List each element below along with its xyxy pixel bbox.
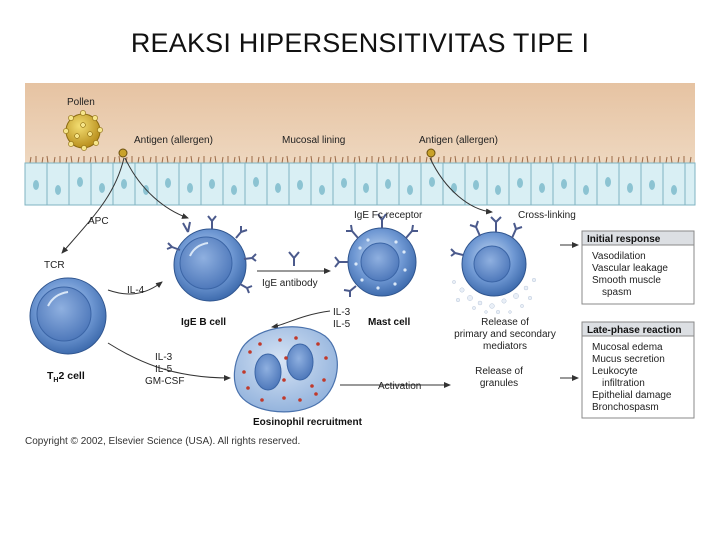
label-pollen: Pollen [67,97,95,108]
label-release-granules-1: Release of [475,366,523,377]
ige-b-cell [173,228,247,302]
late-phase-item: Leukocyte [592,366,638,377]
initial-response-box: Initial response Vasodilation Vascular l… [581,230,695,305]
th2-cell [29,277,107,355]
label-eosinophil-recruitment: Eosinophil recruitment [253,417,363,428]
label-antigen-right: Antigen (allergen) [419,135,498,146]
cross-linked-receptors [450,216,523,257]
late-phase-item: infiltration [602,378,645,389]
label-activation: Activation [378,381,421,392]
pathway-arrows [61,157,493,388]
label-gmcsf: GM-CSF [145,376,184,387]
page-title: REAKSI HIPERSENSITIVITAS TIPE I [130,28,590,58]
initial-response-item: Smooth muscle [592,275,661,286]
degranulating-mast-cell [452,231,537,315]
pollen-icon [63,110,103,151]
initial-response-item: spasm [602,287,631,298]
label-release-primary-1: Release of [481,317,529,328]
ige-antibody-icon [288,251,300,266]
label-ige-fc-receptor: IgE Fc receptor [354,210,423,221]
label-il5-a: IL-5 [333,319,351,330]
label-tcr: TCR [44,260,65,271]
label-il3-a: IL-3 [333,307,351,318]
mast-cell [347,227,417,297]
initial-response-item: Vascular leakage [592,263,668,274]
antigen-icon-left [118,148,128,158]
label-apc: APC [88,216,109,227]
label-il5-b: IL-5 [155,364,173,375]
cilia [29,155,692,164]
label-th2-cell: TH2 cell [47,370,85,384]
label-cross-linking: Cross-linking [518,210,576,221]
initial-response-item: Vasodilation [592,251,646,262]
label-ige-antibody: IgE antibody [262,278,318,289]
label-il3-b: IL-3 [155,352,173,363]
label-antigen-left: Antigen (allergen) [134,135,213,146]
mast-cell-receptors [334,213,418,297]
label-release-granules-2: granules [480,378,518,389]
late-phase-box: Late-phase reaction Mucosal edema Mucus … [581,321,695,419]
copyright-notice: Copyright © 2002, Elsevier Science (USA)… [25,436,300,447]
epithelial-layer [24,162,696,206]
antigen-icon-right [426,148,436,158]
mucosal-tissue [25,83,695,163]
late-phase-item: Epithelial damage [592,390,672,401]
late-phase-item: Mucosal edema [592,342,663,353]
eosinophil-cell [233,326,338,413]
epithelial-nuclei [33,177,677,195]
label-release-primary-2: primary and secondary [454,329,556,340]
label-mast-cell: Mast cell [368,317,410,328]
label-release-primary-3: mediators [483,341,527,352]
label-mucosal-lining: Mucosal lining [282,135,345,146]
epithelial-cells [46,163,686,205]
label-ige-b-cell: IgE B cell [181,317,226,328]
initial-response-heading: Initial response [587,234,661,245]
label-il4: IL-4 [127,285,145,296]
late-phase-item: Mucus secretion [592,354,665,365]
b-cell-receptors [166,215,257,294]
late-phase-heading: Late-phase reaction [587,325,681,336]
late-phase-item: Bronchospasm [592,402,659,413]
response-brackets [560,242,579,381]
